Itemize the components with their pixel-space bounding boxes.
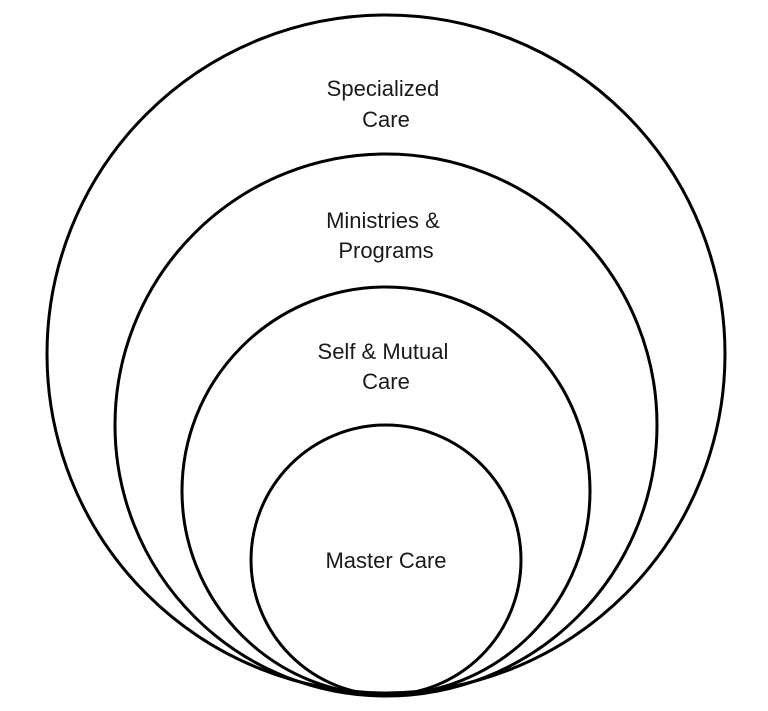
ring-master-care-label: Master Care [325,548,446,573]
ring-self-mutual-care-line-2: Care [362,369,410,394]
ring-self-mutual-care-label: Self & Mutual Care [318,339,455,394]
ring-ministries-programs-line-2: Programs [338,238,433,263]
ring-ministries-programs-label: Ministries & Programs [326,208,446,263]
ring-master-care: Master Care [249,423,523,697]
ring-master-care-circle [249,423,523,697]
ring-self-mutual-care: Self & Mutual Care [180,285,592,697]
ring-specialized-care: Specialized Care [45,13,727,695]
ring-self-mutual-care-line-1: Self & Mutual [318,339,449,364]
ring-specialized-care-circle [45,13,727,695]
ring-specialized-care-label: Specialized Care [327,76,446,132]
ring-ministries-programs-line-1: Ministries & [326,208,440,233]
ring-master-care-line-1: Master Care [325,548,446,573]
ring-specialized-care-line-2: Care [362,107,410,132]
ring-specialized-care-line-1: Specialized [327,76,440,101]
